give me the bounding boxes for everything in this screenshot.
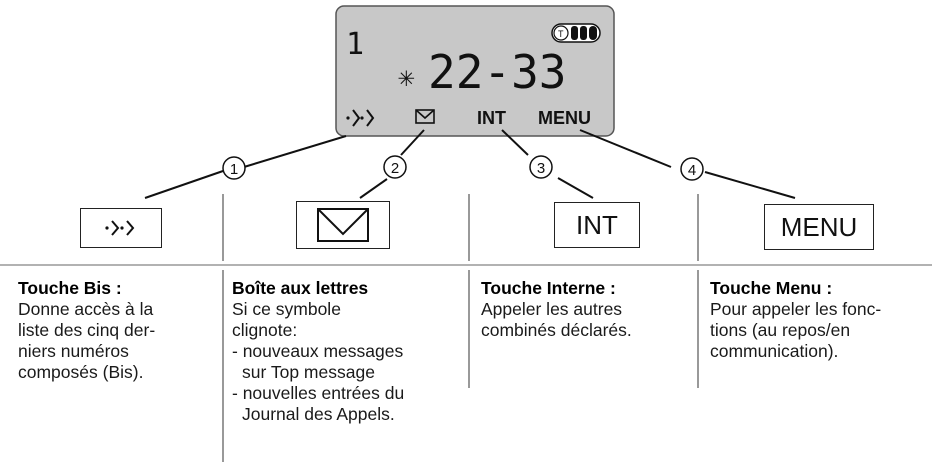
description-line: Donne accès à la <box>18 299 154 319</box>
description-line: niers numéros <box>18 341 129 361</box>
svg-text:3: 3 <box>537 160 545 177</box>
int-key-label: INT <box>576 209 618 240</box>
description-title: Boîte aux lettres <box>232 278 369 298</box>
description-mailbox: Boîte aux lettres Si ce symbole clignote… <box>232 278 462 425</box>
lcd-display: 1 ✳ 22-33 T INT MENU <box>335 5 615 137</box>
description-title: Touche Interne : <box>481 278 616 298</box>
callout-lines <box>144 129 796 199</box>
lcd-line-indicator: 1 <box>346 27 364 62</box>
battery-icon: T <box>551 23 601 43</box>
description-line: Si ce symbole <box>232 299 341 319</box>
lcd-int-label: INT <box>477 108 506 128</box>
int-key[interactable]: INT <box>554 202 640 248</box>
column-dividers <box>222 194 699 462</box>
lcd-menu-label: MENU <box>538 108 591 128</box>
envelope-icon <box>317 208 369 242</box>
description-line: composés (Bis). <box>18 362 144 382</box>
description-line: Journal des Appels. <box>242 404 395 424</box>
description-line: - nouveaux messages <box>232 341 404 361</box>
description-title: Touche Bis : <box>18 278 122 298</box>
redial-icon <box>346 109 375 127</box>
description-line: Pour appeler les fonc- <box>710 299 882 319</box>
svg-text:1: 1 <box>230 161 238 178</box>
description-line: clignote: <box>232 320 298 340</box>
description-int: Touche Interne : Appeler les autres comb… <box>481 278 691 341</box>
description-menu: Touche Menu : Pour appeler les fonc- tio… <box>710 278 925 362</box>
description-line: tions (au repos/en <box>710 320 851 340</box>
lcd-star-symbol: ✳ <box>398 60 415 93</box>
svg-text:T: T <box>558 29 564 39</box>
description-line: sur Top message <box>242 362 375 382</box>
mailbox-key[interactable] <box>296 201 390 249</box>
callout-4: 4 <box>680 157 704 181</box>
callout-1: 1 <box>222 156 246 180</box>
description-bis: Touche Bis : Donne accès à la liste des … <box>18 278 218 383</box>
description-title: Touche Menu : <box>710 278 833 298</box>
svg-text:4: 4 <box>688 162 696 179</box>
svg-text:2: 2 <box>391 160 399 177</box>
callout-3: 3 <box>529 155 553 179</box>
menu-key-label: MENU <box>780 211 858 242</box>
description-line: liste des cinq der- <box>18 320 156 340</box>
description-line: combinés déclarés. <box>481 320 632 340</box>
envelope-icon <box>415 109 435 124</box>
description-line: communication). <box>710 341 839 361</box>
redial-icon <box>105 220 135 236</box>
bis-key[interactable] <box>80 208 162 248</box>
callout-2: 2 <box>383 155 407 179</box>
description-line: Appeler les autres <box>481 299 623 319</box>
description-line: - nouvelles entrées du <box>232 383 405 403</box>
menu-key[interactable]: MENU <box>764 204 874 250</box>
lcd-number: 22-33 <box>428 45 566 99</box>
